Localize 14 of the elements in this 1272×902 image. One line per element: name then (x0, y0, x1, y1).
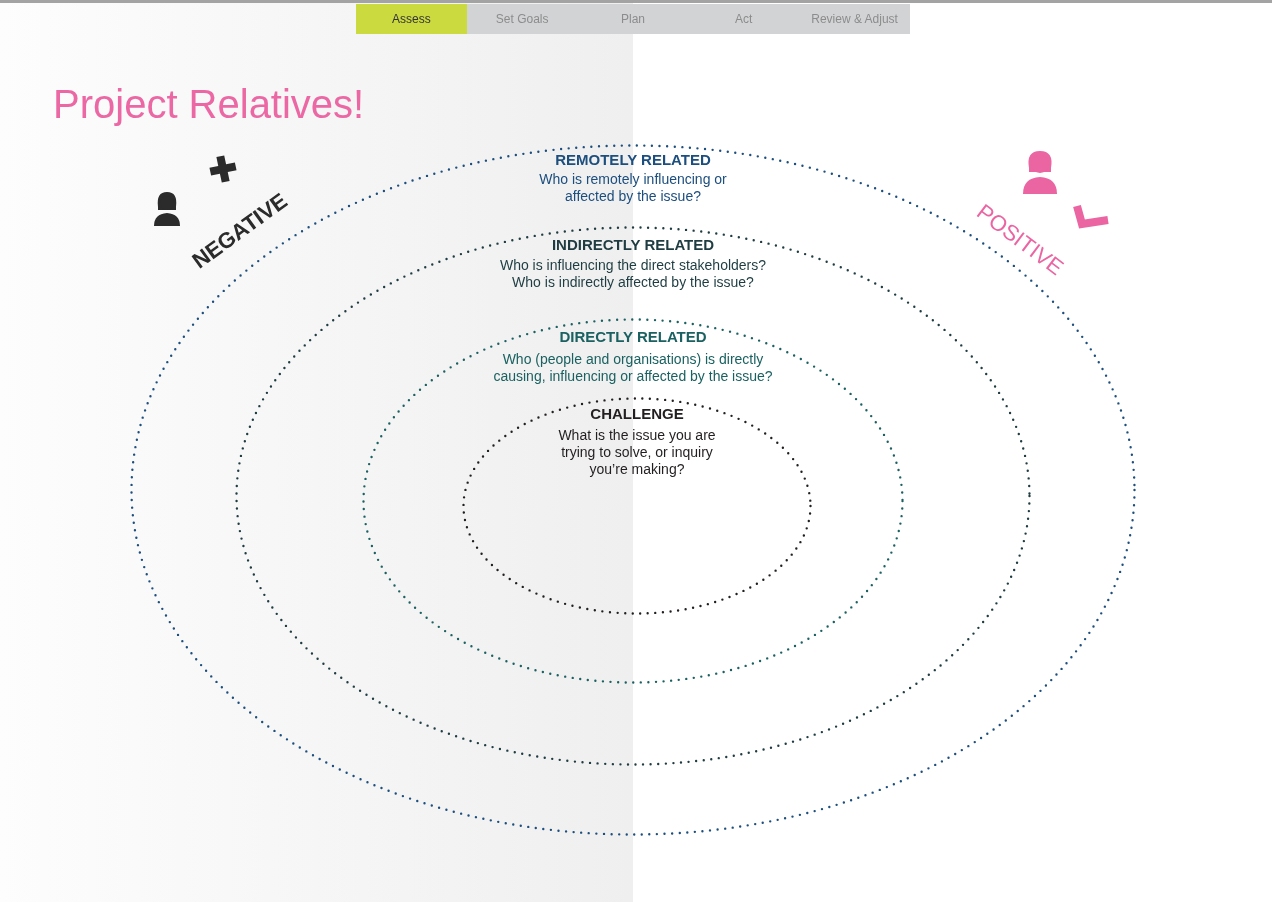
ring-question: What is the issue you are trying to solve, or inquiry you’re making? (557, 427, 717, 478)
ring-question: Who (people and organisations) is directly causing, influencing or affected by the issue? (492, 351, 774, 385)
ring-heading: CHALLENGE (590, 405, 684, 423)
ring-question: Who is remotely influencing or affected by the issue? (538, 171, 728, 205)
ring-heading: REMOTELY RELATED (555, 151, 711, 169)
page-title: Project Relatives! (53, 82, 365, 127)
tab: Review & Adjust (799, 4, 910, 34)
tab: Assess (356, 4, 467, 34)
tab: Plan (577, 4, 689, 34)
tab: Act (688, 4, 800, 34)
tab: Set Goals (466, 4, 578, 34)
ring-question: Who is influencing the direct stakeholders? Who is indirectly affected by the issue? (498, 257, 768, 291)
ring-heading: INDIRECTLY RELATED (551, 236, 715, 254)
ring-heading: DIRECTLY RELATED (559, 328, 707, 346)
